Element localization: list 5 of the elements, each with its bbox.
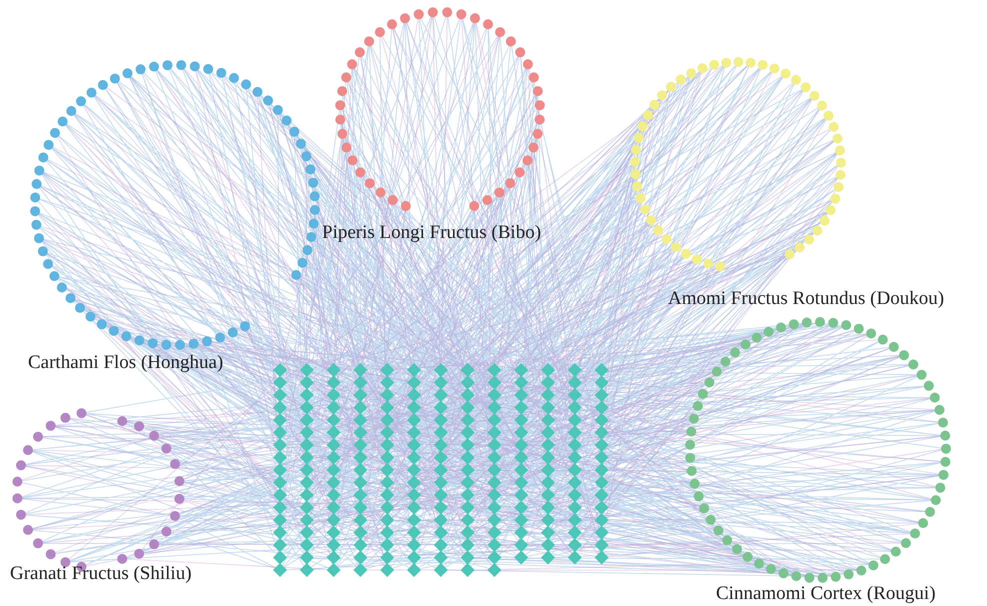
herb-label: Amomi Fructus Rotundus (Doukou) xyxy=(668,288,944,310)
herb-label: Cinnamomi Cortex (Rougui) xyxy=(716,583,936,605)
herb-label: Carthami Flos (Honghua) xyxy=(28,352,224,374)
herb-label: Granati Fructus (Shiliu) xyxy=(10,563,192,585)
herb-label: Piperis Longi Fructus (Bibo) xyxy=(322,222,542,244)
